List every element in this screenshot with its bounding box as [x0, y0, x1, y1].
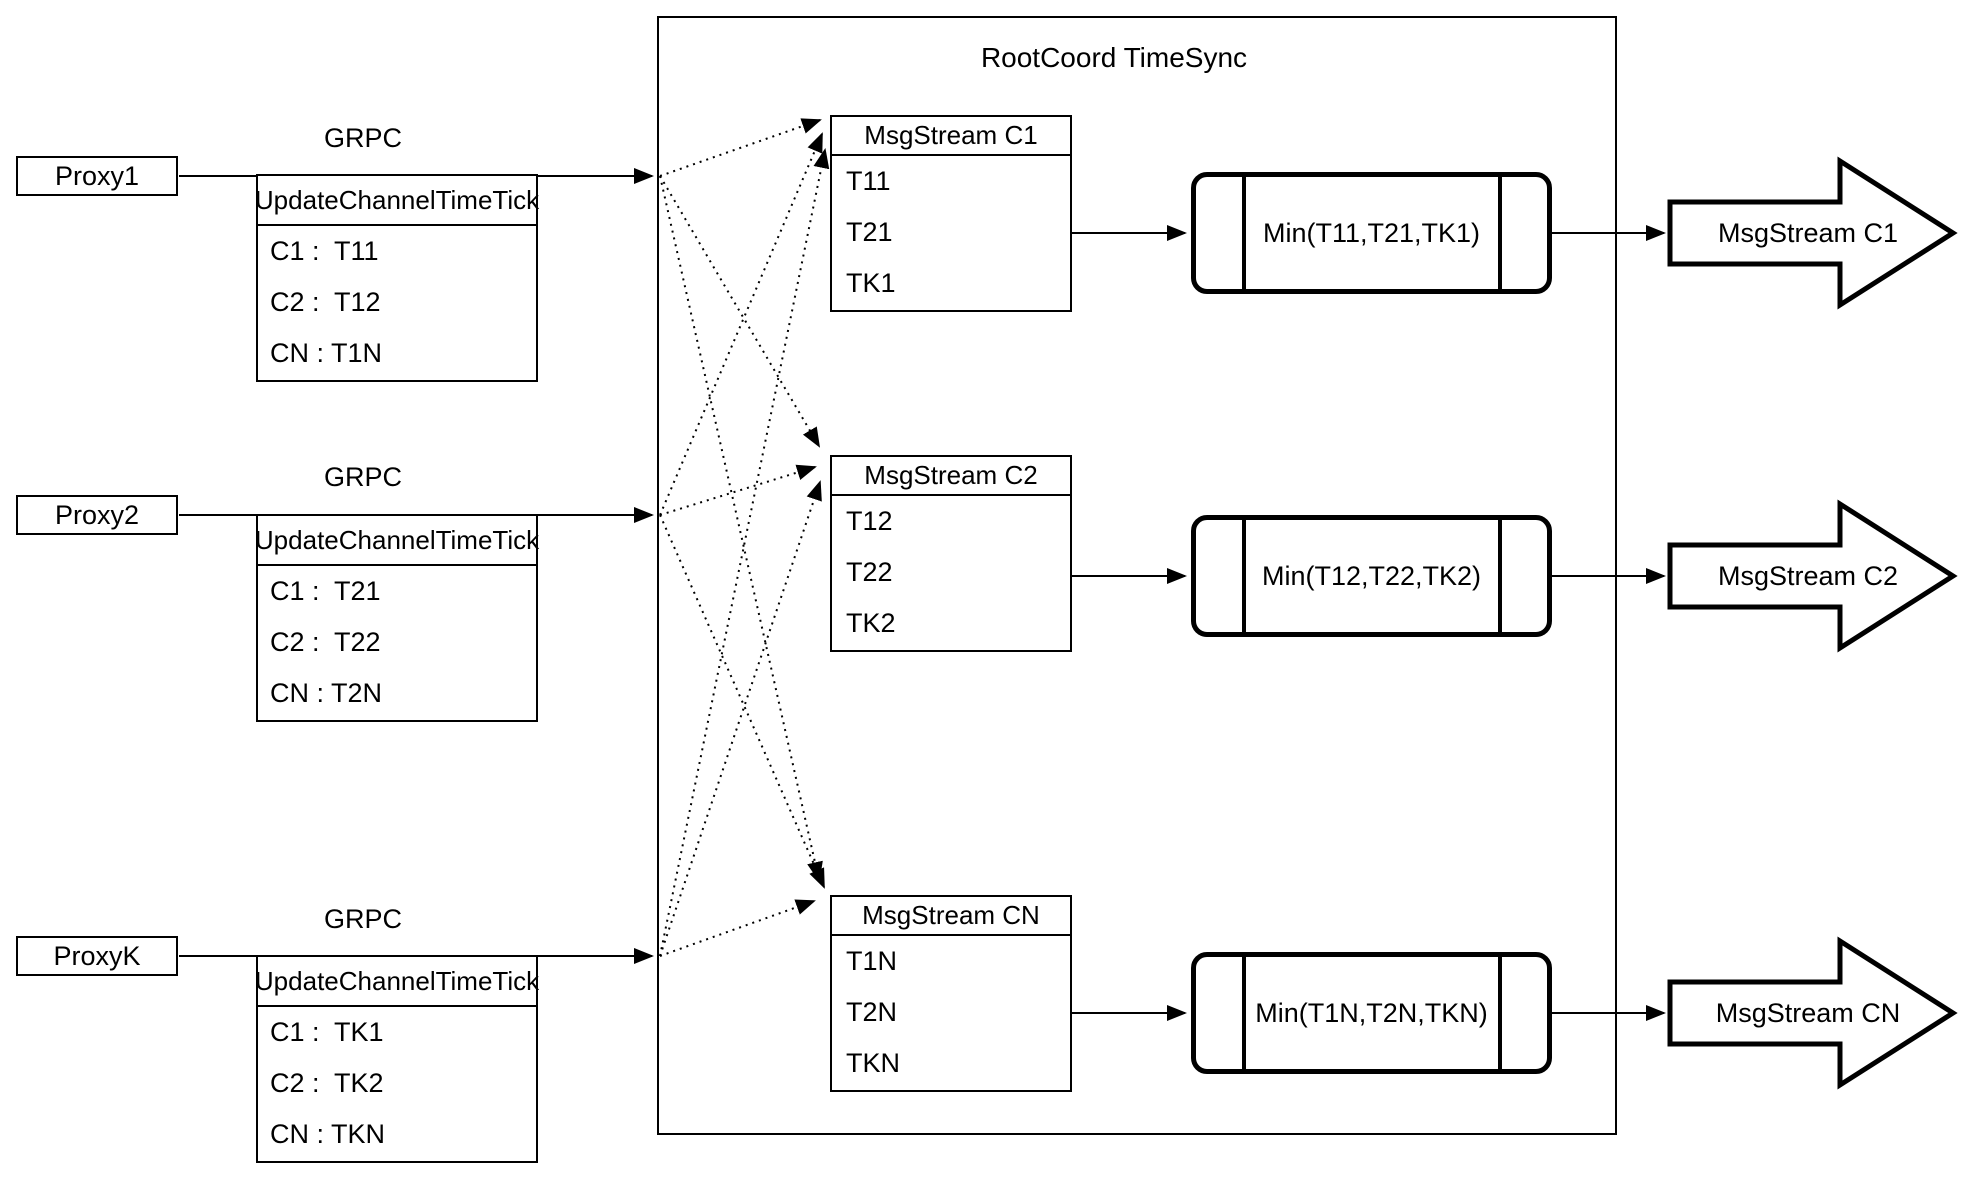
- min-box-c1-label: Min(T11,T21,TK1): [1262, 217, 1481, 248]
- fanout-arrow-p1-c1: [659, 118, 822, 177]
- output-arrow-shape-c2: [1667, 499, 1958, 653]
- output-arrow-shape-c1: [1667, 156, 1958, 310]
- proxy1-box: Proxy1: [16, 156, 178, 196]
- min-box-cn-right-divider: [1498, 957, 1502, 1069]
- update-table-1-row: C1 : T11: [270, 236, 379, 266]
- min-box-c2-right-divider: [1498, 520, 1502, 632]
- proxyk-label: ProxyK: [53, 940, 141, 971]
- msgstream-table-cn-header: MsgStream CN: [832, 897, 1070, 936]
- msgstream-table-cn-row: TKN: [846, 1048, 900, 1078]
- output-arrow-label-cn: MsgStream CN: [1715, 998, 1901, 1028]
- min-box-c1-left-divider: [1242, 177, 1246, 289]
- min-box-c2-left-divider: [1242, 520, 1246, 632]
- grpc-label-2: GRPC: [323, 462, 402, 492]
- msgstream-table-c2-row: TK2: [846, 608, 896, 638]
- update-table-1: UpdateChannelTimeTick C1 : T11 C2 : T12 …: [255, 174, 539, 382]
- min-box-c2: Min(T12,T22,TK2): [1191, 515, 1552, 637]
- output-arrow-label-c2: MsgStream C2: [1717, 561, 1899, 591]
- msgstream-table-c1-row: T11: [846, 166, 891, 196]
- proxyk-box: ProxyK: [16, 936, 178, 976]
- msgstream-table-c1-row: T21: [846, 217, 893, 247]
- output-arrow-shape-cn: [1667, 936, 1958, 1090]
- msgstream-table-cn: MsgStream CN T1N T2N TKN: [830, 895, 1072, 1092]
- update-table-3-row: CN : TKN: [270, 1119, 386, 1149]
- rootcoord-box: [657, 16, 1617, 1135]
- update-table-2: UpdateChannelTimeTick C1 : T21 C2 : T22 …: [255, 514, 539, 722]
- grpc-label-3: GRPC: [323, 904, 402, 934]
- update-table-1-row: CN : T1N: [270, 338, 383, 368]
- update-table-3-row: C1 : TK1: [270, 1017, 384, 1047]
- min-box-cn-left-divider: [1242, 957, 1246, 1069]
- msgstream-table-c1-row: TK1: [846, 268, 896, 298]
- update-table-1-header: UpdateChannelTimeTick: [255, 176, 539, 226]
- output-arrow-label-c1: MsgStream C1: [1717, 218, 1899, 248]
- msgstream-table-c1-header: MsgStream C1: [832, 117, 1070, 156]
- update-table-2-row: C2 : T22: [270, 627, 381, 657]
- min-box-c1-right-divider: [1498, 177, 1502, 289]
- msgstream-table-c2-row: T22: [846, 557, 893, 587]
- fanout-arrow-p1-cn: [659, 175, 823, 882]
- msgstream-table-c2-header: MsgStream C2: [832, 457, 1070, 496]
- min-box-cn: Min(T1N,T2N,TKN): [1191, 952, 1552, 1074]
- proxy2-box: Proxy2: [16, 495, 178, 535]
- update-table-3-row: C2 : TK2: [270, 1068, 384, 1098]
- fanout-arrow-p2-cn: [659, 514, 825, 889]
- msgstream-table-cn-row: T1N: [846, 946, 898, 976]
- msgstream-table-c1: MsgStream C1 T11 T21 TK1: [830, 115, 1072, 312]
- update-table-1-row: C2 : T12: [270, 287, 381, 317]
- proxy1-label: Proxy1: [54, 160, 140, 191]
- min-box-c1: Min(T11,T21,TK1): [1191, 172, 1552, 294]
- update-table-2-row: C1 : T21: [270, 576, 381, 606]
- msgstream-table-c2-row: T12: [846, 506, 893, 536]
- proxy2-label: Proxy2: [54, 499, 140, 530]
- update-table-3: UpdateChannelTimeTick C1 : TK1 C2 : TK2 …: [255, 955, 539, 1163]
- grpc-label-1: GRPC: [323, 123, 402, 153]
- update-table-2-row: CN : T2N: [270, 678, 383, 708]
- msgstream-table-cn-row: T2N: [846, 997, 898, 1027]
- update-table-2-header: UpdateChannelTimeTick: [255, 516, 539, 566]
- min-box-cn-label: Min(T1N,T2N,TKN): [1255, 997, 1488, 1028]
- min-box-c2-label: Min(T12,T22,TK2): [1261, 560, 1482, 591]
- rootcoord-title: RootCoord TimeSync: [980, 42, 1248, 73]
- update-table-3-header: UpdateChannelTimeTick: [255, 957, 539, 1007]
- msgstream-table-c2: MsgStream C2 T12 T22 TK2: [830, 455, 1072, 652]
